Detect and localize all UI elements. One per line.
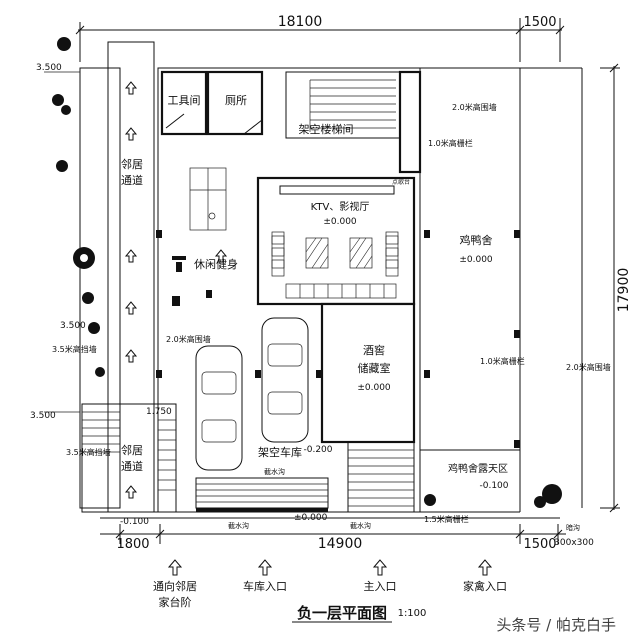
elev-0000: ±0.000	[294, 513, 328, 523]
watermark-text: 头条号 / 帕克白手	[496, 616, 616, 634]
wall-35-a: 3.5米高挡墙	[52, 344, 97, 354]
drain-2: 截水沟	[228, 521, 249, 530]
label-poultry-yard: 鸡鸭舍露天区	[448, 462, 508, 475]
elev-1750: 1.750	[146, 407, 172, 417]
elev-3500-b: 3.500	[60, 321, 86, 331]
path-arrows	[124, 81, 228, 499]
stage-label: 点歌台	[392, 178, 410, 186]
garage-area	[195, 317, 329, 512]
fence-20-b: 2.0米高围墙	[166, 334, 211, 344]
plan-title: 负一层平面图	[297, 604, 387, 622]
elev-3500-c: 3.500	[30, 411, 56, 421]
landscape-plants	[52, 37, 562, 508]
plan-scale: 1:100	[398, 608, 427, 619]
dim-top-right: 1500	[523, 15, 556, 30]
fence-20-a: 2.0米高围墙	[452, 102, 497, 112]
label-ktv: KTV、影视厅	[311, 200, 370, 213]
dim-bottom-middle: 14900	[318, 536, 363, 552]
label-stair: 架空楼梯间	[299, 122, 354, 136]
label-cellar-2: 储藏室	[358, 361, 391, 375]
dim-bottom-left: 1800	[116, 537, 149, 552]
rail-10-b: 1.0米高栅栏	[480, 356, 525, 366]
level-poultry-yard: -0.100	[479, 481, 508, 491]
main-entry-steps	[347, 441, 415, 513]
dim-bottom-right: 1500	[523, 537, 556, 552]
level-cellar: ±0.000	[357, 383, 391, 393]
staircase	[309, 79, 396, 132]
entry-neighbor-1: 通向邻居	[153, 579, 197, 593]
label-garage: 架空车库	[258, 445, 302, 459]
fence-20-c: 2.0米高围墙	[566, 362, 611, 372]
elev-3500-a: 3.500	[36, 63, 62, 73]
dim-right-side: 17900	[616, 268, 632, 313]
level-garage: -0.200	[303, 445, 332, 455]
entry-main: 主入口	[364, 580, 397, 593]
fitness-equipment	[172, 167, 227, 306]
label-fitness: 休闲健身	[194, 257, 238, 271]
label-neighbor-path-bot-1: 邻居	[121, 444, 143, 457]
dim-pier-size: 300x300	[554, 538, 594, 548]
drain-3: 截水沟	[350, 521, 371, 530]
label-toilet: 厕所	[225, 94, 247, 107]
label-neighbor-path-top-2: 通道	[121, 173, 143, 187]
ktv-seating	[271, 231, 399, 299]
label-neighbor-path-top-1: 邻居	[121, 158, 143, 171]
elev-m0100: -0.100	[120, 517, 149, 527]
top-dimension-lines	[75, 18, 565, 62]
level-ktv: ±0.000	[323, 217, 357, 227]
level-poultry: ±0.000	[459, 255, 493, 265]
rail-15: 1.5米高栅栏	[424, 514, 469, 524]
label-poultry: 鸡鸭舍	[460, 233, 493, 247]
entry-garage: 车库入口	[243, 579, 287, 593]
rail-10-a: 1.0米高栅栏	[428, 138, 473, 148]
label-cellar-1: 酒窖	[363, 343, 385, 357]
bottom-dimension-lines	[100, 524, 566, 544]
label-tool-room: 工具间	[168, 94, 201, 107]
label-neighbor-path-bot-2: 通道	[121, 459, 143, 473]
neighbor-steps	[81, 403, 177, 513]
wall-35-b: 3.5米高挡墙	[66, 447, 111, 457]
entry-neighbor-2: 家台阶	[159, 595, 192, 609]
dark-ditch: 暗沟	[566, 523, 580, 532]
entry-poultry: 家禽入口	[463, 579, 507, 593]
dim-top-total: 18100	[278, 14, 323, 30]
drain-1: 截水沟	[264, 467, 285, 476]
entrance-arrows	[167, 559, 493, 576]
right-dimension-line	[600, 63, 620, 513]
